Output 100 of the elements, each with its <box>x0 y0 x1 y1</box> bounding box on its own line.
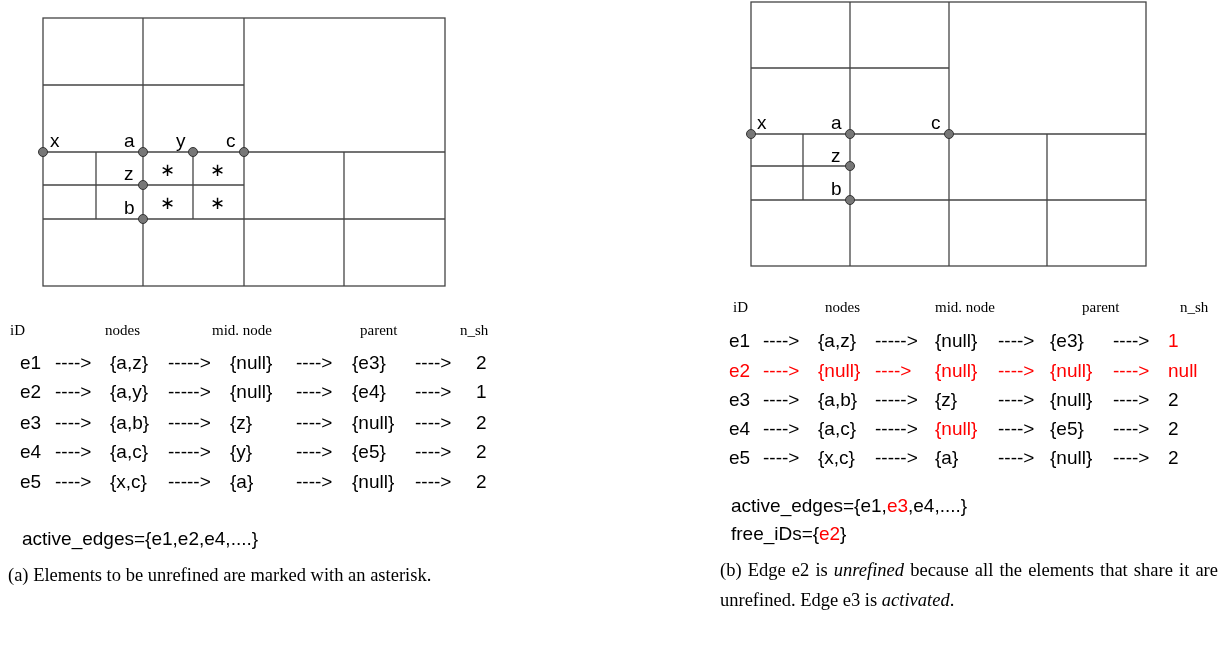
table-cell: {a,z} <box>818 330 857 352</box>
table-cell: e2 <box>20 381 42 403</box>
table-cell: ----> <box>55 352 92 374</box>
table-cell: ----> <box>763 447 800 469</box>
point-label: b <box>831 178 842 200</box>
table-cell: ----> <box>1113 389 1150 411</box>
asterisk-mark: ∗ <box>160 192 176 214</box>
column-header: mid. node <box>935 298 995 317</box>
table-cell: 2 <box>1168 447 1179 469</box>
table-cell: ----> <box>1113 330 1150 352</box>
table-cell: -----> <box>168 381 211 403</box>
table-cell: {e4} <box>352 381 386 403</box>
asterisk-mark: ∗ <box>160 159 176 181</box>
set-text: } <box>840 523 847 545</box>
column-header: nodes <box>105 321 140 340</box>
point-label: c <box>226 130 236 152</box>
table-cell: {null} <box>1050 360 1093 382</box>
set-text: e2 <box>819 523 841 544</box>
table-cell: {x,c} <box>110 471 147 493</box>
table-cell: e4 <box>20 441 42 463</box>
table-cell: ----> <box>998 360 1035 382</box>
column-header: mid. node <box>212 321 272 340</box>
table-cell: {a,c} <box>110 441 149 463</box>
table-cell: null <box>1168 360 1198 382</box>
table-cell: e1 <box>729 330 751 352</box>
table-cell: 2 <box>476 441 487 463</box>
table-cell: {a} <box>935 447 959 469</box>
set-text: e3 <box>887 495 909 517</box>
table-cell: ----> <box>998 389 1035 411</box>
table-cell: ----> <box>296 381 333 403</box>
table-cell: e5 <box>729 447 751 469</box>
table-cell: {null} <box>352 471 395 493</box>
asterisk-mark: ∗ <box>210 192 226 214</box>
table-cell: ----> <box>1113 418 1150 440</box>
table-cell: -----> <box>875 418 918 440</box>
point-label: a <box>831 112 842 134</box>
table-cell: -----> <box>168 441 211 463</box>
table-cell: {null} <box>1050 389 1093 411</box>
table-cell: ----> <box>998 330 1035 352</box>
point-label: c <box>931 112 941 134</box>
table-cell: -----> <box>875 389 918 411</box>
table-cell: ----> <box>763 389 800 411</box>
table-cell: 2 <box>1168 389 1179 411</box>
column-header: n_sh <box>1180 298 1209 317</box>
table-cell: {a,b} <box>818 389 858 411</box>
table-cell: 2 <box>476 471 487 493</box>
asterisk-mark: ∗ <box>210 159 226 181</box>
table-cell: 2 <box>1168 418 1179 440</box>
table-cell: 2 <box>476 352 487 374</box>
point-label: y <box>176 130 186 152</box>
table-cell: ----> <box>1113 360 1150 382</box>
table-cell: {e5} <box>1050 418 1084 440</box>
table-cell: ----> <box>55 441 92 463</box>
table-cell: e5 <box>20 471 42 493</box>
table-cell: 2 <box>476 412 487 434</box>
point-label: a <box>124 130 135 152</box>
table-cell: ----> <box>55 471 92 493</box>
point-label: x <box>757 112 767 134</box>
table-cell: 1 <box>1168 330 1179 352</box>
table-cell: -----> <box>168 352 211 374</box>
column-header: parent <box>360 321 398 340</box>
table-cell: {z} <box>935 389 958 411</box>
table-cell: ----> <box>998 447 1035 469</box>
table-cell: ----> <box>55 412 92 434</box>
table-cell: ----> <box>998 418 1035 440</box>
table-cell: ----> <box>763 360 800 382</box>
set-text: active_edges={e1, <box>731 495 887 517</box>
table-cell: ----> <box>1113 447 1150 469</box>
table-cell: -----> <box>875 330 918 352</box>
table-cell: -----> <box>875 447 918 469</box>
table-cell: {null} <box>935 360 978 382</box>
table-cell: {x,c} <box>818 447 855 469</box>
table-cell: ----> <box>763 330 800 352</box>
table-cell: ----> <box>55 381 92 403</box>
column-header: iD <box>733 298 748 317</box>
table-cell: {a,c} <box>818 418 857 440</box>
table-cell: e2 <box>729 360 751 382</box>
column-header: parent <box>1082 298 1120 317</box>
table-cell: {a,b} <box>110 412 150 434</box>
table-cell: ----> <box>296 412 333 434</box>
point-label: z <box>124 163 134 185</box>
caption: (b) Edge e2 is unrefined because all the elements that share it are unrefined. Edge e3 is activated. <box>720 559 1218 612</box>
table-cell: {a} <box>230 471 254 493</box>
table-cell: {y} <box>230 441 253 463</box>
table-cell: {e3} <box>1050 330 1084 352</box>
table-cell: ----> <box>296 352 333 374</box>
table-cell: ----> <box>296 471 333 493</box>
table-cell: {a,y} <box>110 381 149 403</box>
table-cell: {null} <box>1050 447 1093 469</box>
set-text: ,e4,....} <box>908 495 968 517</box>
column-header: n_sh <box>460 321 489 340</box>
table-cell: ----> <box>415 471 452 493</box>
table-cell: {null} <box>935 330 978 352</box>
table-cell: e3 <box>729 389 751 411</box>
table-cell: ----> <box>415 352 452 374</box>
set-text: active_edges={e1,e2,e4,....} <box>22 528 259 550</box>
set-text: free_iDs={ <box>731 523 820 545</box>
table-cell: -----> <box>168 471 211 493</box>
table-cell: e4 <box>729 418 751 440</box>
table-cell: {e5} <box>352 441 386 463</box>
